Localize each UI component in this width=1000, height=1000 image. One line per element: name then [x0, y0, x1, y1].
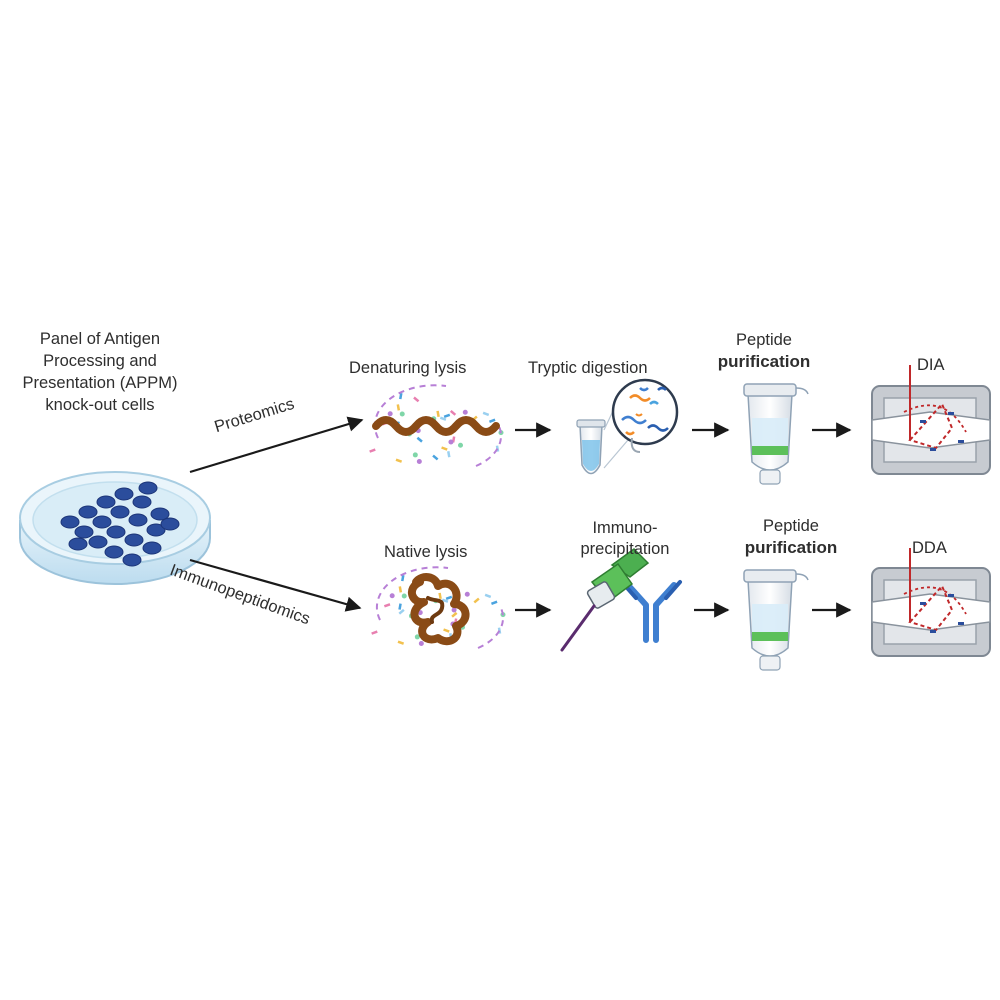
- debris-particle: [489, 418, 496, 423]
- spin-column-icon: [743, 569, 809, 671]
- debris-particle: [484, 593, 492, 599]
- cell-icon: [68, 537, 88, 551]
- peptide-purification-label: Peptide purification: [736, 516, 846, 558]
- peptide-purification-label: Peptide purification: [714, 330, 814, 372]
- mass-spectrometer-icon: [871, 365, 991, 475]
- cell-icon: [122, 553, 142, 567]
- debris-particle: [445, 595, 453, 601]
- debris-particle: [462, 409, 468, 415]
- cell-icon: [78, 505, 98, 519]
- debris-particle: [441, 446, 448, 451]
- debris-particle: [396, 404, 401, 411]
- cell-icon: [114, 487, 134, 501]
- debris-particle: [439, 416, 447, 421]
- cell-icon: [124, 533, 144, 547]
- debris-particle: [451, 607, 457, 613]
- dda-label: DDA: [912, 539, 947, 557]
- debris-particle: [418, 641, 424, 647]
- cell-icon: [74, 525, 94, 539]
- debris-particle: [414, 634, 420, 640]
- debris-particle: [398, 586, 403, 593]
- debris-particle: [383, 603, 391, 608]
- debris-particle: [464, 591, 470, 597]
- debris-particle: [491, 600, 498, 605]
- tryptic-digestion-label: Tryptic digestion: [528, 359, 648, 377]
- denatured-protein-lysate-icon: [369, 384, 504, 467]
- debris-particle: [412, 452, 418, 458]
- debris-particle: [371, 630, 378, 635]
- peptide-fragments-magnifier-icon: [611, 378, 679, 453]
- debris-particle: [438, 592, 442, 600]
- debris-particle: [387, 411, 393, 417]
- mhc-bead-complex-icon: [560, 548, 650, 652]
- native-protein-lysate-icon: [371, 566, 506, 649]
- debris-particle: [401, 593, 407, 599]
- antibody-icon: [620, 580, 682, 643]
- debris-particle: [398, 603, 402, 610]
- title-line: Presentation (APPM): [22, 374, 178, 392]
- mass-spectrometer-icon: [871, 548, 991, 657]
- cell-icon: [88, 535, 108, 549]
- arrow-to-proteomics: [189, 416, 364, 474]
- cell-icon: [104, 545, 124, 559]
- native-lysis-label: Native lysis: [384, 543, 468, 561]
- debris-particle: [395, 458, 403, 463]
- cell-icon: [96, 495, 116, 509]
- cell-icon: [92, 515, 112, 529]
- title-line: knock-out cells: [45, 396, 155, 414]
- arrow-to-immunopeptidomics: [189, 558, 362, 612]
- debris-particle: [397, 640, 405, 645]
- cell-icon: [60, 515, 80, 529]
- cell-icon: [138, 481, 158, 495]
- purification-line-2: purification: [717, 352, 811, 371]
- cell-icon: [146, 523, 166, 537]
- debris-particle: [441, 598, 449, 603]
- panel-title: Panel of Antigen Processing and Presenta…: [0, 328, 200, 416]
- purification-line-1: Peptide: [763, 517, 819, 535]
- debris-particle: [399, 411, 405, 417]
- cell-icon: [160, 517, 180, 531]
- debris-particle: [448, 439, 454, 445]
- ip-line-2: precipitation: [580, 540, 670, 558]
- debris-particle: [443, 413, 451, 419]
- purification-line-2: purification: [744, 538, 838, 557]
- spin-column-icon: [743, 383, 809, 485]
- debris-particle: [413, 396, 420, 403]
- ip-line-1: Immuno-: [592, 519, 658, 537]
- debris-particle: [447, 451, 451, 458]
- petri-dish-icon: [19, 471, 211, 585]
- debris-particle: [399, 392, 403, 400]
- cell-cluster: [60, 481, 180, 567]
- debris-particle: [389, 593, 395, 599]
- debris-particle: [473, 597, 480, 604]
- title-line: Processing and: [43, 352, 157, 370]
- debris-particle: [451, 611, 458, 618]
- debris-particle: [401, 574, 405, 582]
- cell-icon: [150, 507, 170, 521]
- dia-label: DIA: [917, 356, 945, 374]
- purification-line-1: Peptide: [736, 331, 792, 349]
- debris-particle: [369, 448, 376, 453]
- title-line: Panel of Antigen: [39, 330, 161, 348]
- debris-particle: [432, 454, 439, 461]
- cell-icon: [110, 505, 130, 519]
- debris-particle: [436, 410, 440, 418]
- debris-particle: [458, 442, 464, 448]
- debris-particle: [416, 436, 423, 443]
- debris-particle: [449, 410, 457, 416]
- cell-icon: [132, 495, 152, 509]
- cell-icon: [106, 525, 126, 539]
- cell-icon: [142, 541, 162, 555]
- denaturing-lysis-label: Denaturing lysis: [349, 359, 467, 377]
- debris-particle: [482, 411, 490, 417]
- debris-particle: [398, 608, 405, 615]
- cell-icon: [128, 513, 148, 527]
- membrane-fragment: [375, 566, 505, 649]
- debris-particle: [443, 628, 450, 633]
- immunoprecipitation-label: Immuno- precipitation: [560, 518, 690, 560]
- debris-particle: [416, 459, 422, 465]
